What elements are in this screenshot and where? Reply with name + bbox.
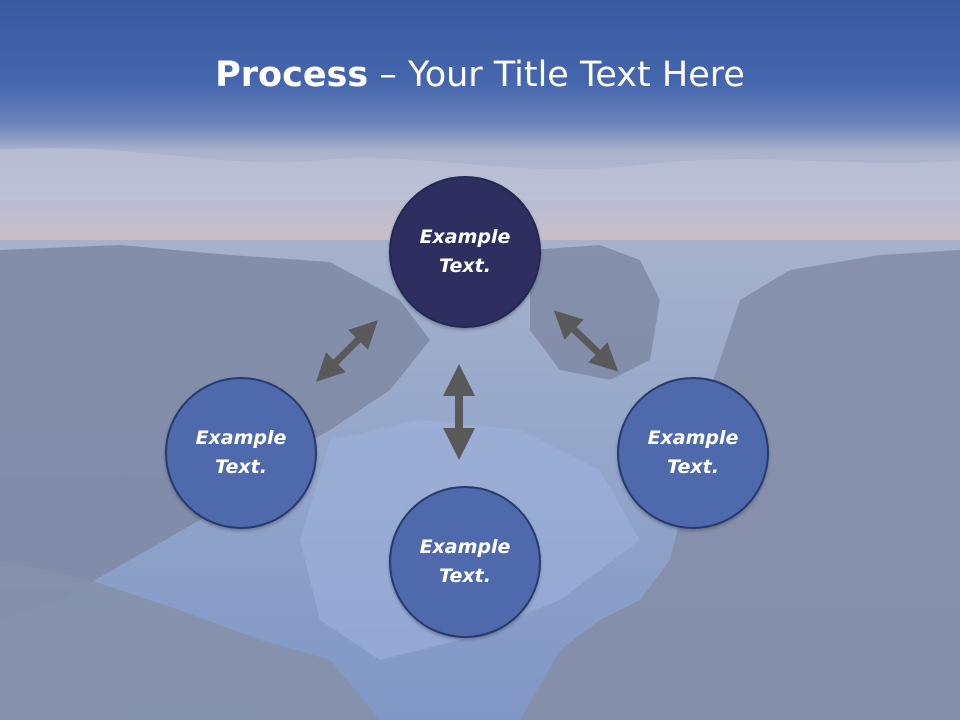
node-left-line1: Example — [195, 427, 287, 449]
node-right-line2: Text. — [667, 456, 719, 478]
node-right-line1: Example — [647, 427, 739, 449]
title-keyword: Process — [215, 55, 369, 95]
slide-title: Process – Your Title Text Here — [0, 50, 960, 100]
node-bottom-line1: Example — [419, 536, 511, 558]
node-top-line2: Text. — [439, 255, 491, 277]
arrow-top-left — [316, 320, 378, 382]
arrow-top-right — [553, 310, 619, 372]
title-dash: – — [368, 55, 408, 95]
node-left-line2: Text. — [215, 456, 267, 478]
node-bottom-line2: Text. — [439, 565, 491, 587]
node-top-line1: Example — [419, 226, 511, 248]
title-text: Your Title Text Here — [407, 55, 745, 95]
title-band — [0, 0, 960, 150]
